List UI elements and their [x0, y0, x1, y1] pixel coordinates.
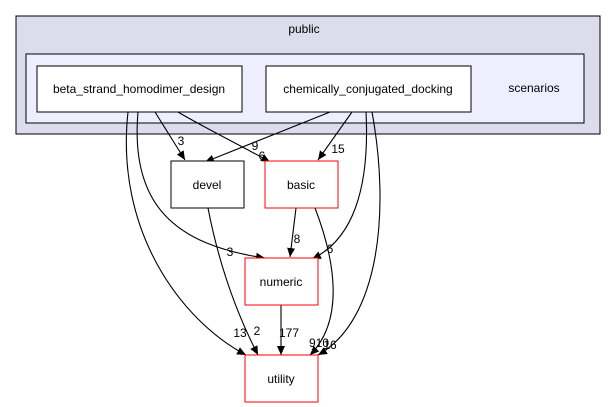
node-basic[interactable]: basic	[264, 160, 339, 209]
edge-labels: 3 9 6 15 3 8 6 13 2 177 910 16	[178, 134, 345, 352]
edge-label-beta-basic-2: 6	[259, 149, 266, 163]
node-beta-strand-homodimer-design[interactable]: beta_strand_homodimer_design	[36, 65, 243, 113]
edge-chem-numeric	[311, 111, 368, 260]
edge-label-basic-numeric: 8	[294, 232, 301, 246]
node-numeric[interactable]: numeric	[244, 257, 319, 306]
edge-chem-basic	[317, 111, 353, 161]
edge-chem-devel	[204, 111, 331, 163]
node-utility[interactable]: utility	[244, 354, 319, 403]
edge-devel-utility	[207, 207, 259, 356]
edges	[125, 111, 381, 356]
edge-chem-utility	[317, 111, 381, 356]
edge-beta-basic	[177, 111, 271, 163]
edge-label-devel-utility: 2	[254, 324, 261, 338]
edge-label-chem-utility: 16	[323, 338, 337, 352]
edge-label-numeric-utility: 177	[279, 326, 299, 340]
cluster-scenarios-label: scenarios	[508, 81, 559, 95]
edge-basic-numeric	[287, 207, 297, 258]
node-devel[interactable]: devel	[170, 160, 245, 209]
edge-beta-numeric	[136, 111, 266, 261]
node-label: beta_strand_homodimer_design	[53, 82, 225, 96]
edge-label-beta-devel: 3	[178, 134, 185, 148]
edge-label-chem-numeric: 6	[327, 242, 334, 256]
edge-label-beta-utility: 13	[233, 326, 247, 340]
edge-basic-utility	[309, 207, 334, 356]
edge-label-beta-basic: 9	[252, 139, 259, 153]
edge-beta-devel	[154, 111, 186, 161]
node-chemically-conjugated-docking[interactable]: chemically_conjugated_docking	[265, 65, 472, 113]
node-label: basic	[287, 178, 315, 192]
edge-label-beta-numeric: 3	[227, 245, 234, 259]
edge-label-basic-utility: 910	[309, 336, 329, 350]
node-label: chemically_conjugated_docking	[283, 82, 452, 96]
node-label: numeric	[260, 275, 303, 289]
node-label: devel	[193, 178, 222, 192]
edge-label-chem-basic: 15	[331, 142, 345, 156]
edge-beta-utility	[125, 111, 247, 356]
cluster-public-label: public	[288, 22, 319, 36]
node-label: utility	[267, 372, 294, 386]
